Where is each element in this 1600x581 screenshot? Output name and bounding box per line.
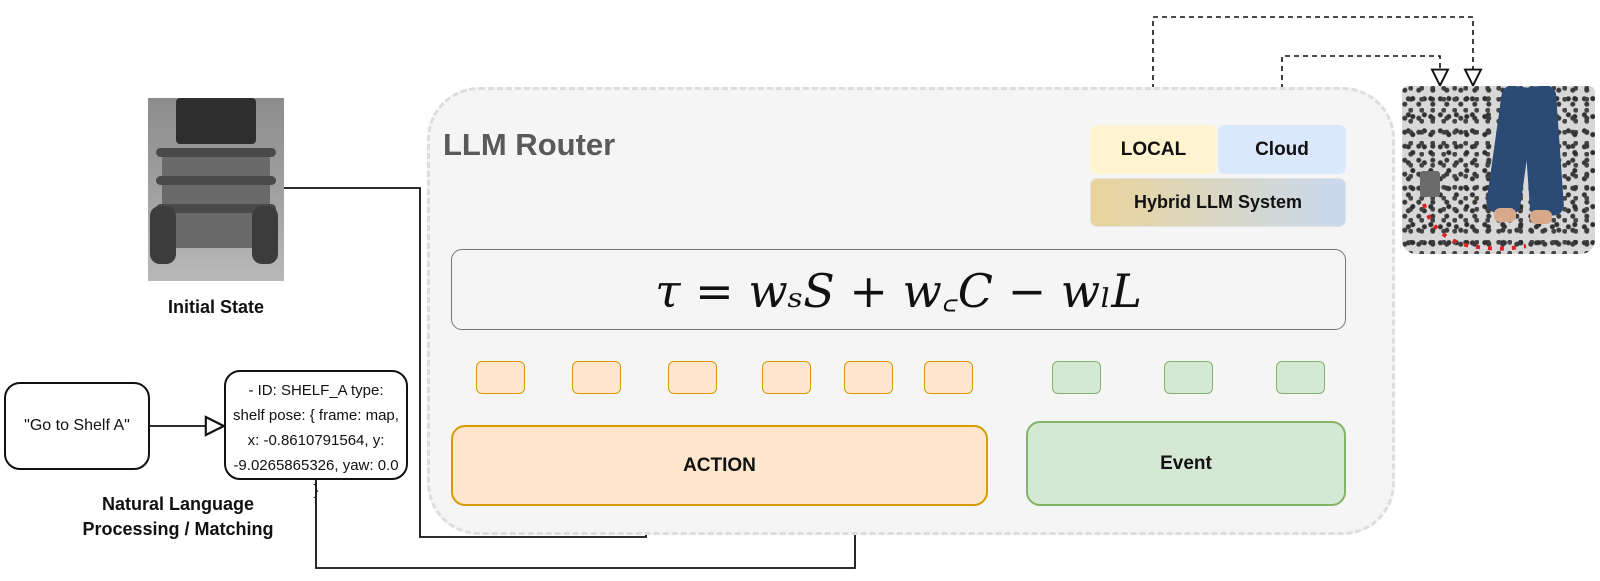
person-foot xyxy=(1494,208,1516,222)
action-slot xyxy=(844,361,893,394)
cloud-dashed-connector xyxy=(1281,55,1440,125)
action-box: ACTION xyxy=(451,425,988,506)
nlp-caption-line: Processing / Matching xyxy=(82,519,274,539)
action-slot xyxy=(762,361,811,394)
cloud-llm-tag: Cloud xyxy=(1218,125,1346,174)
action-slot xyxy=(668,361,717,394)
input-command-node: "Go to Shelf A" xyxy=(4,382,150,470)
nlp-connector xyxy=(315,480,864,569)
shelf-line: -9.0265865326, yaw: 0.0 } xyxy=(233,457,399,499)
shelf-match-node: - ID: SHELF_A type: shelf pose: { frame:… xyxy=(224,370,408,499)
event-box: Event xyxy=(1026,421,1346,506)
router-title: LLM Router xyxy=(443,127,616,162)
action-slot xyxy=(572,361,621,394)
initial-state-robot-image xyxy=(148,98,284,281)
initial-state-caption: Initial State xyxy=(167,297,265,317)
robot-path-trace xyxy=(1422,203,1527,251)
shelf-line: x: -0.8610791564, y: xyxy=(247,432,385,449)
local-llm-tag: LOCAL xyxy=(1090,125,1217,174)
event-slot xyxy=(1164,361,1213,394)
mini-robot-figure xyxy=(1420,171,1440,197)
nlp-caption: Natural Language Processing / Matching xyxy=(58,492,298,542)
event-slot xyxy=(1276,361,1325,394)
environment-scene-image xyxy=(1402,86,1595,254)
event-slot xyxy=(1052,361,1101,394)
action-slot xyxy=(924,361,973,394)
nlp-caption-line: Natural Language xyxy=(101,494,255,514)
person-foot xyxy=(1530,210,1552,224)
action-slot xyxy=(476,361,525,394)
local-dashed-connector xyxy=(1152,16,1473,125)
shelf-line: shelf pose: { frame: map, xyxy=(233,407,399,424)
shelf-line: - ID: SHELF_A type: xyxy=(248,382,384,399)
hybrid-llm-system-tag: Hybrid LLM System xyxy=(1090,178,1346,227)
routing-score-formula: τ = wₛS + w꜀C − wₗL xyxy=(451,249,1346,330)
